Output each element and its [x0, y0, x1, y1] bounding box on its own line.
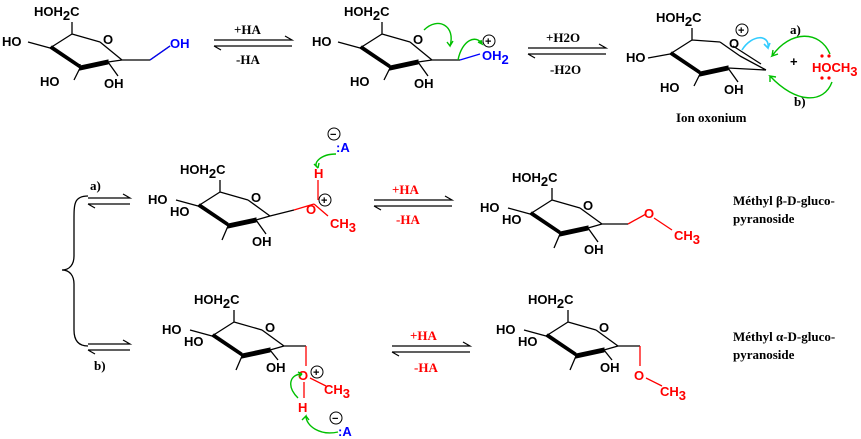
path-a-label: a)	[790, 22, 801, 37]
ch3-label: CH3	[674, 228, 700, 247]
oh-label: OH	[600, 360, 620, 375]
oh-label: OH	[252, 234, 272, 249]
oh-label: OH	[104, 76, 124, 91]
equilibrium-arrow-2: +H2O -H2O	[527, 30, 609, 77]
ch2oh-label: HOH2C	[656, 10, 702, 29]
equilibrium-arrow-alpha: +HA -HA	[391, 328, 473, 375]
protonated-glucose-molecule: HOH2C O HO HO OH + OH2	[312, 4, 509, 91]
ring-o-label: O	[103, 32, 113, 47]
base-a-label: :A	[336, 140, 350, 155]
oh-label: OH	[584, 242, 604, 257]
ring-o-label: O	[265, 320, 275, 335]
ch3-label: CH3	[330, 216, 356, 235]
base-a-label: :A	[338, 424, 352, 439]
ho-label: HO	[350, 74, 370, 89]
base-a-beta: − :A	[327, 127, 350, 155]
base-a-alpha: − :A	[329, 411, 352, 439]
minus-charge-icon	[329, 411, 343, 425]
o-methoxy-label: O	[306, 202, 316, 217]
ring-o-label: O	[413, 32, 423, 47]
plus-charge-sign: +	[738, 25, 744, 37]
oh-label: OH	[724, 82, 744, 97]
ho-label: HO	[170, 204, 190, 219]
branch-brace: a) b)	[61, 178, 133, 373]
arrow-label-forward: +HA	[392, 182, 420, 197]
plus-charge-sign: +	[485, 36, 491, 48]
ho-label: HO	[626, 50, 646, 65]
plus-charge-icon	[310, 365, 324, 379]
ho-label: HO	[2, 34, 22, 49]
ho-label: HO	[518, 334, 538, 349]
o-methoxy-label: O	[298, 368, 308, 383]
plus-charge-icon	[482, 34, 496, 48]
o-methoxy-label: O	[634, 368, 644, 383]
ring-o-label: O	[599, 320, 609, 335]
ch2oh-label: HOH2C	[194, 292, 240, 311]
ch3-label: CH3	[660, 384, 686, 403]
equilibrium-arrow-beta: +HA -HA	[373, 182, 455, 227]
plus-charge-sign: +	[313, 367, 319, 379]
minus-charge-sign: −	[330, 129, 336, 141]
alpha-caption-line2: pyranoside	[733, 347, 795, 362]
ho-label: HO	[312, 34, 332, 49]
path-b-label: b)	[794, 94, 806, 109]
minus-charge-icon	[327, 127, 341, 141]
ho-label: HO	[40, 74, 60, 89]
o-methoxy-label: O	[644, 206, 654, 221]
oh-label: OH	[266, 360, 286, 375]
ho-label: HO	[480, 200, 500, 215]
methyl-beta-glucopyranoside: HOH2C O HO HO OH O CH3	[480, 170, 700, 257]
alpha-caption-line1: Méthyl α-D-gluco-	[733, 329, 835, 344]
plus-charge-icon	[735, 23, 749, 37]
arrow-label-reverse: -HA	[396, 212, 420, 227]
arrow-label-reverse: -HA	[414, 360, 438, 375]
ho-label: HO	[162, 322, 182, 337]
beta-caption-line1: Méthyl β-D-gluco-	[733, 193, 835, 208]
ring-o-label: O	[583, 198, 593, 213]
oxonium-ion-molecule: HOH2C O + HO HO OH	[626, 10, 771, 97]
arrow-label-reverse: -H2O	[550, 62, 581, 77]
ho-label: HO	[502, 212, 522, 227]
arrow-label-reverse: -HA	[236, 52, 260, 67]
plus-charge-sign: +	[321, 195, 327, 207]
oh-anomeric-label: OH	[170, 36, 190, 51]
ch2oh-label: HOH2C	[528, 292, 574, 311]
hoch3-label: HOCH3	[812, 60, 858, 79]
oxonium-caption: Ion oxonium	[676, 110, 747, 125]
oh2-label: OH2	[482, 48, 509, 67]
equilibrium-arrow-1: +HA -HA	[213, 22, 295, 67]
ho-label: HO	[184, 334, 204, 349]
arrow-label-forward: +HA	[234, 22, 262, 37]
minus-charge-sign: −	[332, 413, 338, 425]
oh-label: OH	[414, 76, 434, 91]
h-label: H	[314, 166, 323, 181]
ch3-label: CH3	[324, 382, 350, 401]
plus-charge-icon	[318, 193, 332, 207]
arrow-label-forward: +HA	[410, 328, 438, 343]
ch2oh-label: HOH2C	[34, 4, 80, 23]
methanol-reagent: + HOCH3 a) b)	[768, 22, 858, 109]
glucose-molecule: HOH2C O HO HO OH OH	[2, 4, 190, 91]
ch2oh-label: HOH2C	[180, 162, 226, 181]
methyl-alpha-glucopyranoside: HOH2C O HO HO OH O CH3	[496, 292, 686, 403]
branch-a-label: a)	[90, 178, 101, 193]
ch2oh-label: HOH2C	[344, 4, 390, 23]
beta-caption-line2: pyranoside	[733, 211, 795, 226]
protonated-beta-glycoside: HOH2C O HO HO OH O + H CH3	[148, 153, 356, 249]
ring-o-label: O	[251, 190, 261, 205]
protonated-alpha-glycoside: HOH2C O HO HO OH O + CH3 H	[162, 292, 350, 434]
ch2oh-label: HOH2C	[512, 170, 558, 189]
plus-sign: +	[790, 54, 798, 69]
branch-b-label: b)	[94, 358, 106, 373]
ho-label: HO	[660, 80, 680, 95]
h-label: H	[298, 400, 307, 415]
ho-label: HO	[496, 322, 516, 337]
ring-o-label: O	[729, 36, 739, 51]
ho-label: HO	[148, 192, 168, 207]
arrow-label-forward: +H2O	[546, 30, 580, 45]
